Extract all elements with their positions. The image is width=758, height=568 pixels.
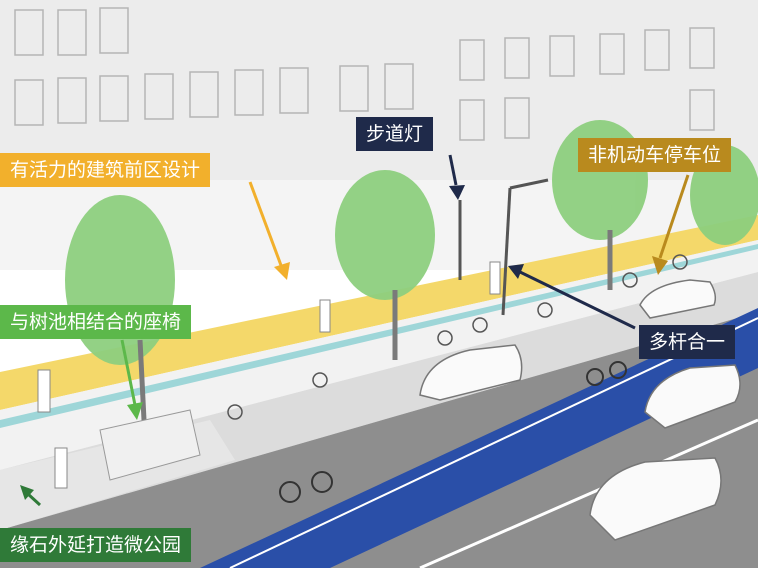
- active-frontage-zone: [0, 215, 758, 410]
- building-windows: [14, 7, 715, 141]
- tree-pit-bench: [99, 409, 201, 481]
- bike-parking-label: 非机动车停车位: [578, 138, 732, 172]
- cyclists: [279, 361, 627, 503]
- bike-lane: [200, 308, 758, 568]
- active-frontage-label: 有活力的建筑前区设计: [0, 153, 211, 187]
- tree-pit-seating-label: 与树池相结合的座椅: [0, 305, 192, 339]
- sidewalk-light-label: 步道灯: [356, 117, 434, 151]
- pedestrians: [37, 261, 501, 489]
- cars: [419, 279, 741, 541]
- multi-pole-label: 多杆合一: [639, 325, 736, 359]
- parked-bikes: [227, 254, 688, 420]
- street-poles: [458, 178, 549, 316]
- curb-extension-park-label: 缘石外延打造微公园: [0, 528, 192, 562]
- lane-markings: [229, 317, 758, 568]
- callout-arrows: [20, 154, 690, 507]
- sidewalk-teal-strip: [0, 244, 758, 428]
